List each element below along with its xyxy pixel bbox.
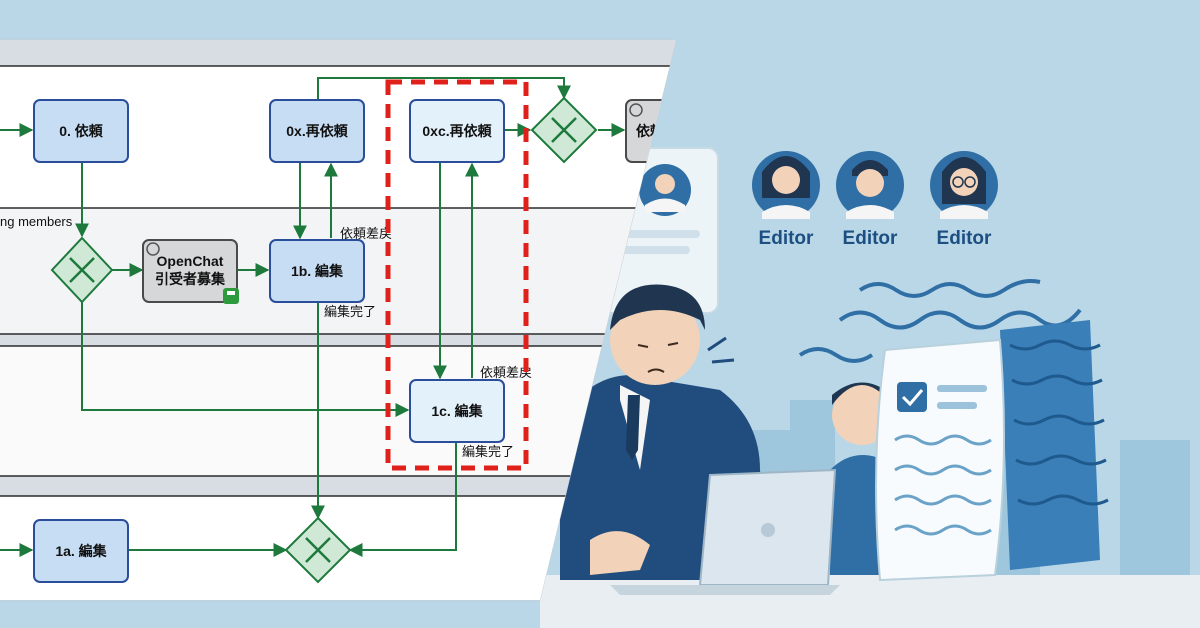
- document-scroll: [875, 338, 1005, 582]
- editor-avatar-3: [930, 151, 998, 219]
- profile-card: [599, 147, 719, 314]
- task-1a[interactable]: 1a. 編集: [33, 519, 129, 583]
- task-1b-label: 1b. 編集: [291, 263, 344, 279]
- desk: [540, 575, 1200, 628]
- highlight-box: [385, 79, 529, 471]
- task-0xc-label: 0xc.再依頼: [422, 123, 492, 139]
- task-0[interactable]: 0. 依頼: [33, 99, 129, 163]
- edge-label-done-1c: 編集完了: [462, 444, 514, 459]
- gateway-exclusive-2[interactable]: [530, 96, 598, 164]
- stress-squiggle: [838, 308, 1082, 330]
- edge-label-return-1b: 依頼差戻: [340, 226, 392, 241]
- editor-label-1: Editor: [759, 228, 814, 249]
- task-openchat[interactable]: OpenChat 引受者募集: [142, 239, 239, 304]
- lane-label-partial: ng members: [0, 214, 73, 229]
- task-1c-label: 1c. 編集: [431, 403, 483, 419]
- calculator-icon: [223, 288, 239, 304]
- task-openchat-line1: OpenChat: [157, 253, 224, 269]
- task-0x-label: 0x.再依頼: [286, 123, 348, 139]
- gateway-exclusive-3[interactable]: [284, 516, 352, 584]
- editor-avatar-1: [752, 151, 820, 219]
- gear-icon: [629, 103, 643, 117]
- edge-label-done-1b: 編集完了: [324, 304, 376, 319]
- task-0xc[interactable]: 0xc.再依頼: [409, 99, 505, 163]
- laptop: [610, 468, 840, 595]
- editor-label-2: Editor: [843, 228, 898, 249]
- task-0-label: 0. 依頼: [59, 123, 104, 139]
- task-1b[interactable]: 1b. 編集: [269, 239, 365, 303]
- task-0x[interactable]: 0x.再依頼: [269, 99, 365, 163]
- task-1c[interactable]: 1c. 編集: [409, 379, 505, 443]
- paper-stack: [1000, 320, 1109, 570]
- edge-label-return-1c: 依頼差戻: [480, 365, 532, 380]
- editor-label-3: Editor: [937, 228, 992, 249]
- gateway-exclusive-1[interactable]: [50, 236, 114, 304]
- gear-icon: [146, 242, 160, 256]
- task-openchat-line2: 引受者募集: [155, 271, 226, 287]
- editor-avatar-2: [836, 151, 904, 219]
- task-1a-label: 1a. 編集: [55, 543, 107, 559]
